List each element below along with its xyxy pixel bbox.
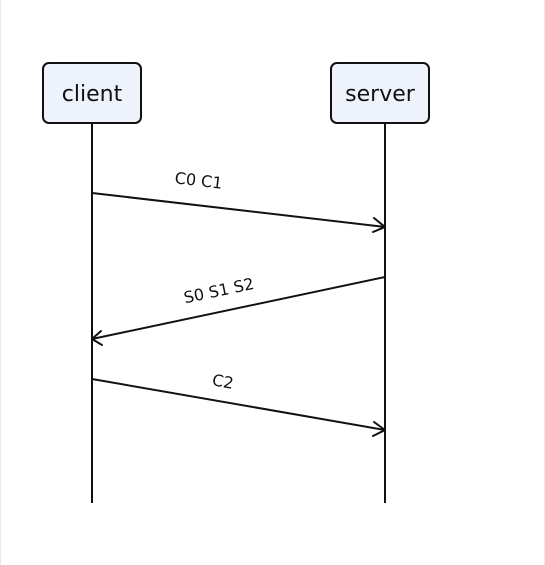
message-3-arrowhead <box>372 421 386 437</box>
message-1-line <box>91 192 386 228</box>
message-1: C0 C1 <box>91 168 386 233</box>
message-2-line <box>91 276 386 340</box>
server-box <box>330 62 430 124</box>
message-1-arrowhead <box>372 217 386 233</box>
message-2-arrowhead <box>91 330 103 346</box>
participant-client: client <box>42 62 142 124</box>
message-3-label: C2 <box>211 370 235 392</box>
server-label: server <box>345 82 416 107</box>
message-1-label: C0 C1 <box>174 168 224 192</box>
client-box <box>42 62 142 124</box>
message-2-label: S0 S1 S2 <box>182 274 256 307</box>
participant-server: server <box>330 62 430 124</box>
message-2: S0 S1 S2 <box>91 274 386 346</box>
message-3-line <box>91 378 386 431</box>
client-label: client <box>62 82 123 107</box>
message-3: C2 <box>91 370 386 437</box>
